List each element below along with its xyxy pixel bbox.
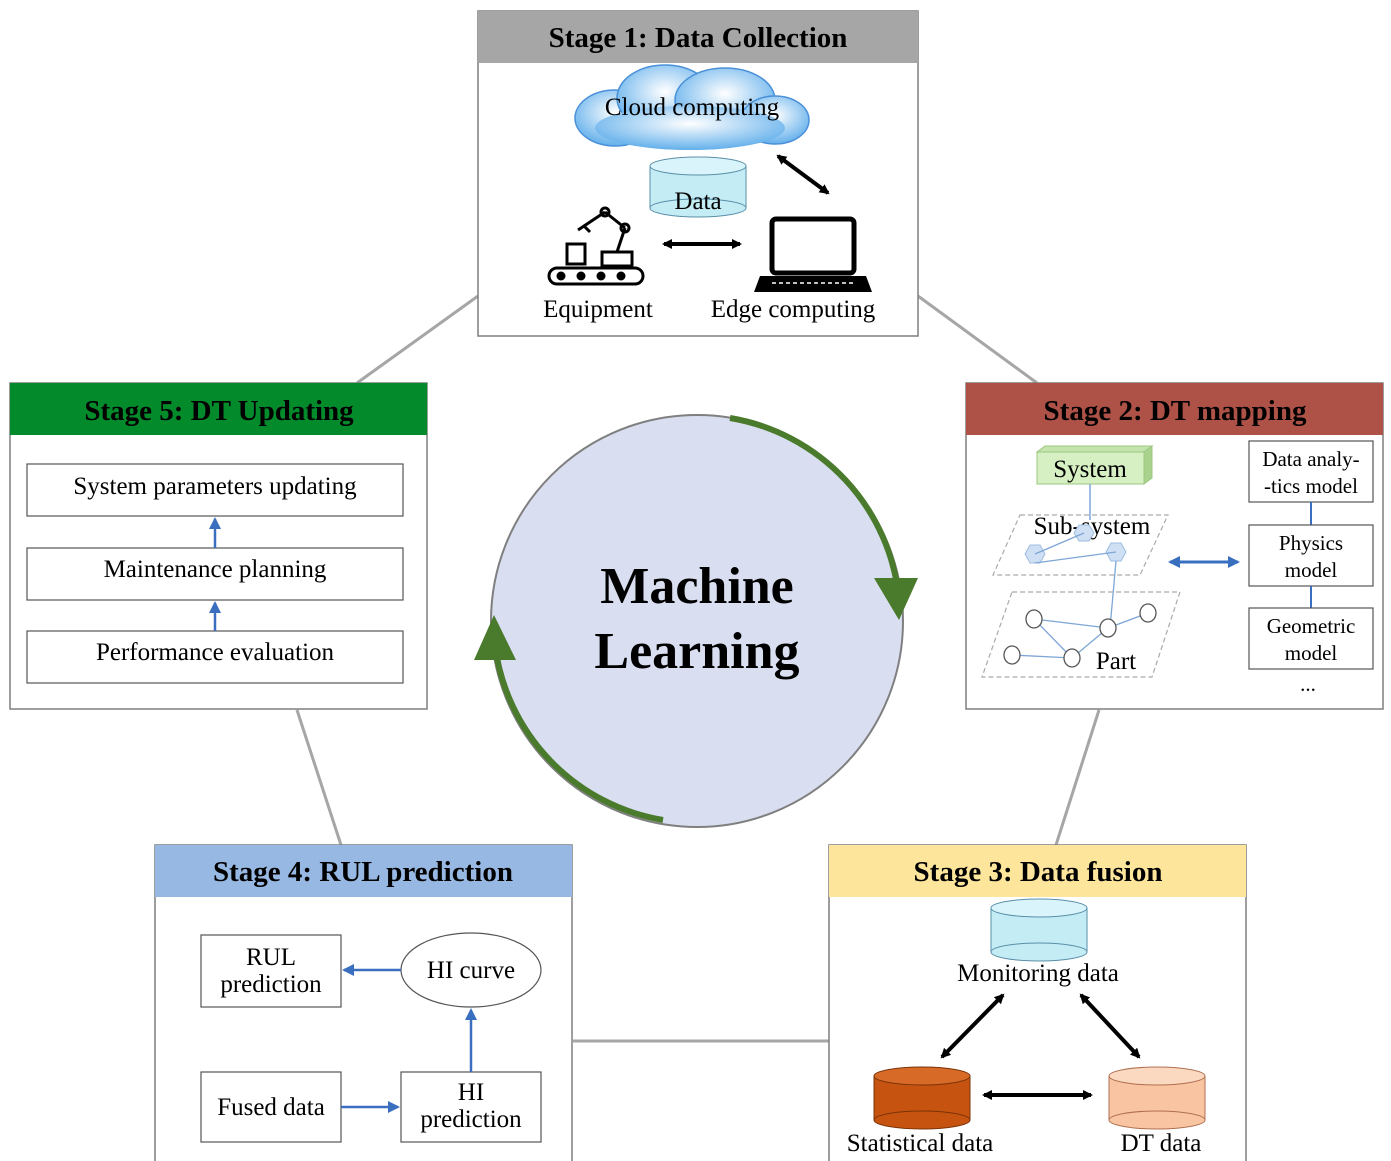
physics-model-box	[1248, 524, 1374, 587]
stage-connectors	[295, 294, 1101, 1043]
stage3-title: Stage 3: Data fusion	[914, 856, 1163, 888]
stage3-panel: Stage 3: Data fusion Monitoring data Sta…	[828, 844, 1247, 1161]
data-analytics-line1: Data analy-	[1262, 447, 1359, 471]
system-label: System	[1053, 456, 1127, 483]
rul-prediction-box	[200, 934, 342, 1008]
stage2-header	[966, 383, 1383, 435]
arrow-cloud-edge	[776, 154, 830, 195]
maintenance-label: Maintenance planning	[104, 556, 327, 583]
equipment-label: Equipment	[543, 296, 653, 323]
cycle-arrow-right	[729, 415, 902, 601]
cloud-label: Cloud computing	[605, 94, 780, 121]
system-box	[1035, 445, 1154, 485]
fused-data-label: Fused data	[217, 1094, 325, 1121]
ml-title-line2: Learning	[594, 623, 799, 680]
stage1-header	[478, 11, 918, 63]
cycle-arrow-left	[492, 644, 664, 823]
ml-title-line1: Machine	[600, 558, 794, 615]
geometric-model-box	[1248, 607, 1374, 670]
part-label: Part	[1096, 648, 1136, 675]
cycle-arrowhead-left	[474, 615, 516, 660]
physics-line1: Physics	[1279, 531, 1343, 555]
database-icon	[873, 1066, 971, 1130]
database-icon	[990, 898, 1088, 962]
stage4-title: Stage 4: RUL prediction	[213, 856, 513, 888]
performance-box	[26, 630, 404, 684]
rul-line1: RUL	[246, 944, 296, 971]
database-icon	[1108, 1066, 1206, 1130]
hi-curve-label: HI curve	[427, 957, 515, 984]
stage3-header	[829, 845, 1246, 897]
arrow-monitoring-statistical	[940, 993, 1005, 1059]
data-label: Data	[674, 188, 721, 215]
database-icon	[649, 156, 747, 218]
stage1-title: Stage 1: Data Collection	[549, 22, 848, 54]
hi-pred-line2: prediction	[420, 1106, 522, 1133]
hi-prediction-box	[400, 1071, 542, 1143]
rul-line2: prediction	[220, 971, 322, 998]
stage2-title: Stage 2: DT mapping	[1044, 395, 1307, 427]
stage5-title: Stage 5: DT Updating	[84, 395, 354, 427]
stage4-panel: Stage 4: RUL prediction RUL prediction H…	[154, 844, 573, 1161]
machine-learning-center: Machine Learning	[474, 414, 918, 828]
stage1-panel: Stage 1: Data Collection Cloud computing…	[477, 10, 919, 337]
part-nodes	[1003, 603, 1157, 668]
dt-data-label: DT data	[1121, 1130, 1202, 1157]
system-params-box	[26, 463, 404, 517]
data-analytics-line2: -tics model	[1264, 474, 1358, 498]
part-plane	[981, 591, 1181, 678]
performance-label: Performance evaluation	[96, 639, 335, 666]
subsystem-plane	[992, 514, 1169, 576]
geometric-line2: model	[1285, 641, 1338, 665]
stage4-header	[155, 845, 572, 897]
connector-1-5	[356, 294, 479, 385]
subsystem-links	[1034, 532, 1117, 629]
edge-label: Edge computing	[711, 296, 876, 323]
geometric-line1: Geometric	[1267, 614, 1356, 638]
maintenance-box	[26, 547, 404, 601]
system-params-label: System parameters updating	[73, 473, 357, 500]
monitoring-label: Monitoring data	[957, 960, 1119, 987]
connector-1-2	[917, 294, 1038, 385]
cloud-icon	[574, 64, 810, 150]
stage2-panel: Stage 2: DT mapping System Sub-system	[965, 382, 1384, 710]
stage5-header	[10, 383, 427, 435]
stage5-panel: Stage 5: DT Updating System parameters u…	[9, 382, 428, 710]
ml-circle	[490, 414, 904, 828]
cycle-arrowhead-right	[874, 578, 918, 620]
data-analytics-model-box	[1248, 440, 1374, 503]
model-boxes: Data analy- -tics model Physics model Ge…	[1248, 440, 1374, 696]
statistical-label: Statistical data	[847, 1130, 993, 1157]
physics-line2: model	[1285, 558, 1338, 582]
fused-data-box	[200, 1071, 342, 1143]
connector-2-3	[1054, 709, 1101, 846]
laptop-icon	[754, 216, 872, 292]
robot-arm-icon	[547, 206, 645, 286]
hi-pred-line1: HI	[458, 1079, 484, 1106]
connector-5-4	[295, 709, 343, 846]
more-models-ellipsis: ...	[1300, 672, 1316, 696]
arrow-monitoring-dt	[1079, 993, 1141, 1059]
